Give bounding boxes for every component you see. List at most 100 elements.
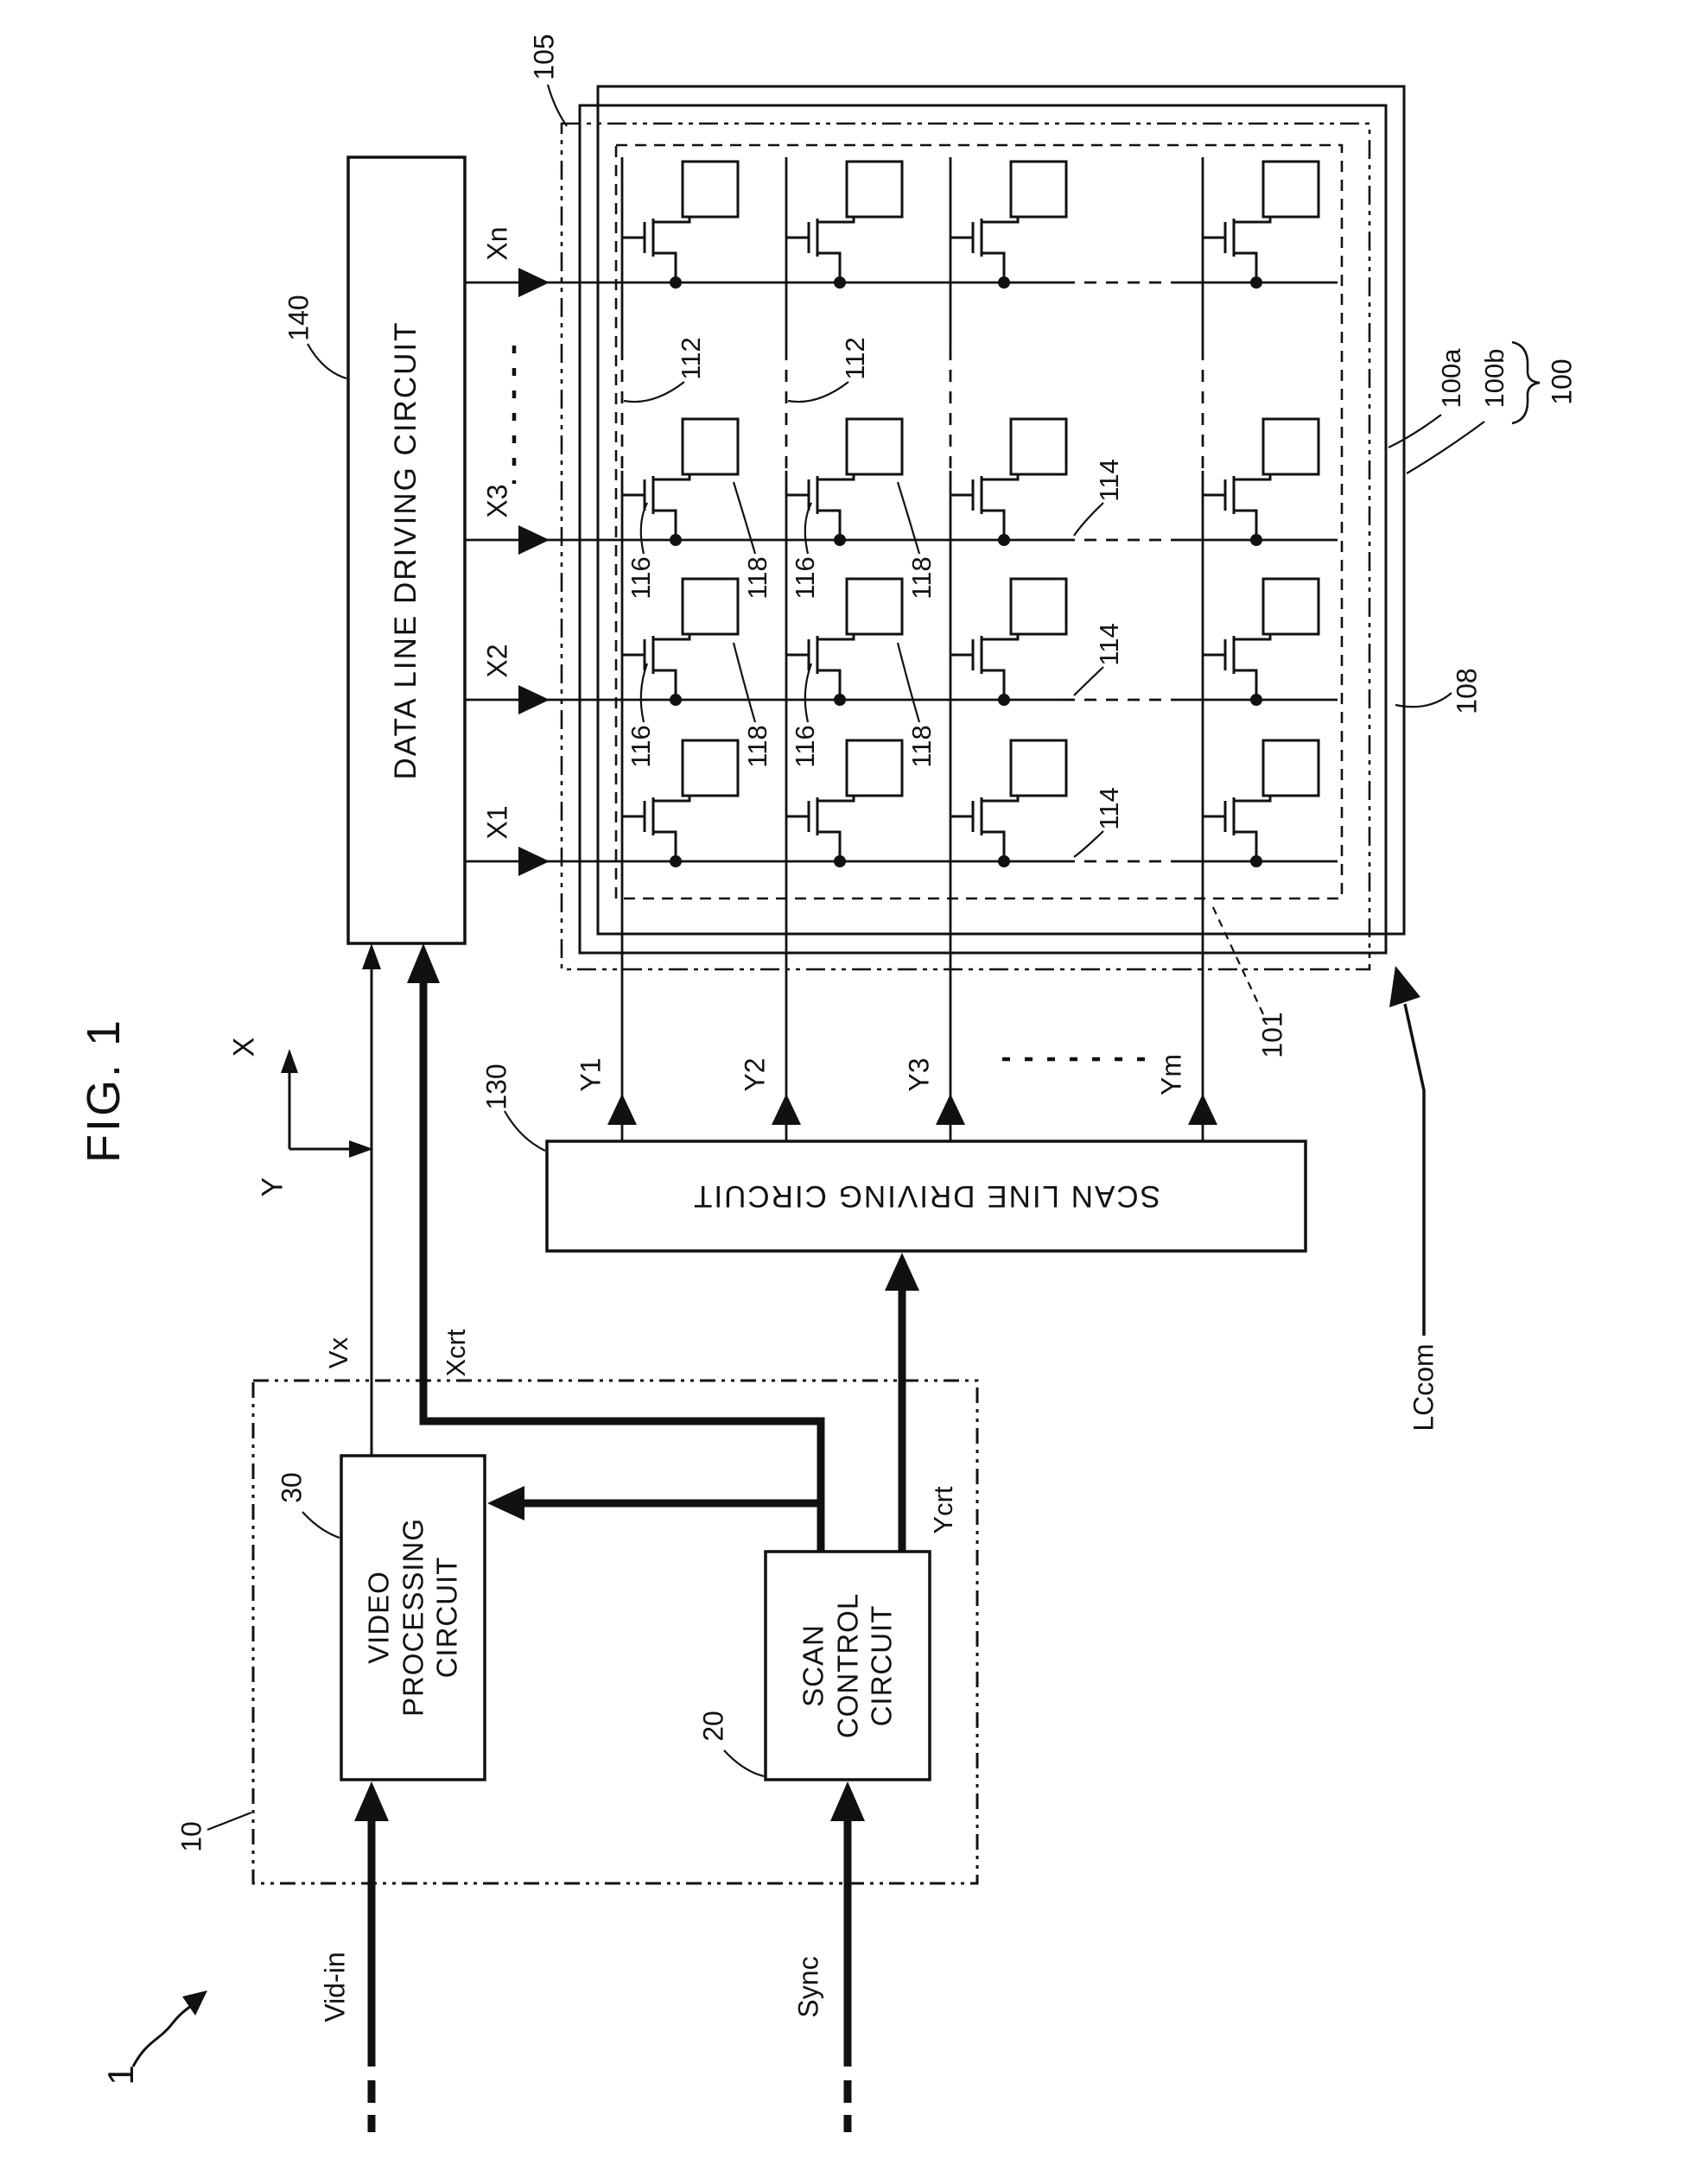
data-line-label-x3: X3 <box>481 484 513 518</box>
signal-xcrt: Xcrt <box>441 1329 471 1377</box>
ycrt-arrowhead <box>885 1253 919 1291</box>
leader-118 <box>732 481 757 555</box>
leader-118 <box>732 642 757 723</box>
scan-line-label-ym: Ym <box>1155 1054 1187 1095</box>
ref-114: 114 <box>1094 623 1124 666</box>
leader-lines <box>131 84 1541 2067</box>
leader-116 <box>639 663 649 723</box>
ref-105: 105 <box>528 34 560 80</box>
scan-line-y2 <box>772 157 801 1141</box>
ref-100b: 100b <box>1479 348 1509 409</box>
scan-line-label-y2: Y2 <box>739 1057 771 1092</box>
video-processing-title: VIDEO PROCESSING CIRCUIT <box>362 1462 465 1773</box>
pixel-array <box>620 160 1320 869</box>
data-line-arrowhead <box>518 525 550 555</box>
lccom-line <box>1403 1003 1426 1336</box>
scan-line-driver-box <box>545 1140 1307 1253</box>
data-line-driver-box <box>346 156 467 945</box>
signal-ycrt: Ycrt <box>928 1486 958 1534</box>
axis-y-arrowhead <box>349 1140 373 1158</box>
ref-1-arrowhead <box>182 1990 207 2016</box>
xcrt-arrowhead <box>407 943 440 983</box>
ref-116: 116 <box>790 556 820 600</box>
ref-1-squiggle <box>131 1999 199 2067</box>
leader-100a <box>1388 414 1442 448</box>
video-processing-box <box>340 1454 486 1781</box>
video-processing-line3: CIRCUIT <box>430 1556 463 1679</box>
leader-10 <box>207 1811 252 1832</box>
leader-114 <box>1073 502 1104 536</box>
scan-line-ym <box>1188 157 1217 1141</box>
scan-lines <box>607 157 1217 1141</box>
scan-line-arrowhead <box>936 1094 965 1125</box>
axis-y-label: Y <box>256 1177 289 1197</box>
scan-line-driver-title: SCAN LINE DRIVING CIRCUIT <box>692 1179 1160 1213</box>
scan-line-label-y3: Y3 <box>903 1057 935 1092</box>
video-processing-line2: PROCESSING <box>397 1517 429 1717</box>
ref-116: 116 <box>626 725 656 768</box>
signal-vid-in: Vid-in <box>319 1952 351 2022</box>
leader-112 <box>623 381 685 403</box>
scan-line-label-y1: Y1 <box>575 1057 607 1092</box>
lcd-panel-outline <box>560 85 1406 971</box>
signal-sync: Sync <box>792 1956 824 2018</box>
panel-105-rect <box>560 122 1371 971</box>
ref-100: 100 <box>1546 359 1578 405</box>
ref-114: 114 <box>1094 459 1124 502</box>
driver-boxes <box>346 156 1307 1253</box>
xcrt-line <box>419 978 825 1552</box>
controller-10-rect <box>251 1379 979 1885</box>
scan-control-box <box>764 1550 931 1781</box>
ref-116: 116 <box>626 556 656 600</box>
leader-112 <box>787 381 849 403</box>
data-line-arrowhead <box>518 685 550 714</box>
ref-116: 116 <box>790 725 820 768</box>
signal-arrows <box>281 943 1426 2132</box>
leader-114 <box>1073 666 1104 696</box>
ref-114: 114 <box>1094 787 1124 830</box>
leader-118 <box>896 642 921 723</box>
ref-118: 118 <box>906 725 937 768</box>
ref-20: 20 <box>697 1711 729 1742</box>
data-line-label-x2: X2 <box>481 644 513 678</box>
data-line-arrowhead <box>518 847 550 876</box>
substrate-100a-rect <box>578 104 1388 955</box>
leader-105 <box>546 84 568 127</box>
ref-118: 118 <box>742 725 772 768</box>
data-line-label-x1: X1 <box>481 805 513 840</box>
leader-108 <box>1395 692 1452 708</box>
scan-line-arrowhead <box>607 1094 637 1125</box>
axis-x-arrowhead <box>281 1049 298 1073</box>
ref-112: 112 <box>676 337 706 380</box>
display-area-101-rect <box>614 143 1344 900</box>
leader-118 <box>896 481 921 555</box>
leader-140 <box>307 343 347 380</box>
controller-block <box>251 1379 979 1885</box>
data-line-x3 <box>465 525 1338 555</box>
leader-101 <box>1211 903 1264 1015</box>
video-processing-line1: VIDEO <box>362 1571 395 1664</box>
scan-control-line2: CONTROL <box>831 1592 864 1739</box>
data-line-xn <box>465 268 1338 297</box>
lccom-arrowhead <box>1389 966 1420 1007</box>
scan-line-arrowhead <box>1188 1094 1217 1125</box>
ref-118: 118 <box>742 556 772 600</box>
ref-30: 30 <box>276 1472 308 1503</box>
data-line-x2 <box>465 685 1338 714</box>
vid-in-arrowhead <box>354 1781 389 1821</box>
ref-108: 108 <box>1451 668 1483 714</box>
scan-line-arrowhead <box>772 1094 801 1125</box>
figure-title: FIG. 1 <box>78 1017 130 1164</box>
vx-arrowhead <box>362 943 381 969</box>
leader-100b <box>1406 421 1485 474</box>
leader-130 <box>504 1110 546 1152</box>
brace-100 <box>1511 340 1541 425</box>
leader-116 <box>804 663 813 723</box>
ref-118: 118 <box>906 556 937 600</box>
ref-140: 140 <box>283 295 315 341</box>
leader-114 <box>1073 830 1104 858</box>
data-line-driver-title: DATA LINE DRIVING CIRCUIT <box>389 321 423 780</box>
signal-vx: Vx <box>323 1336 353 1369</box>
